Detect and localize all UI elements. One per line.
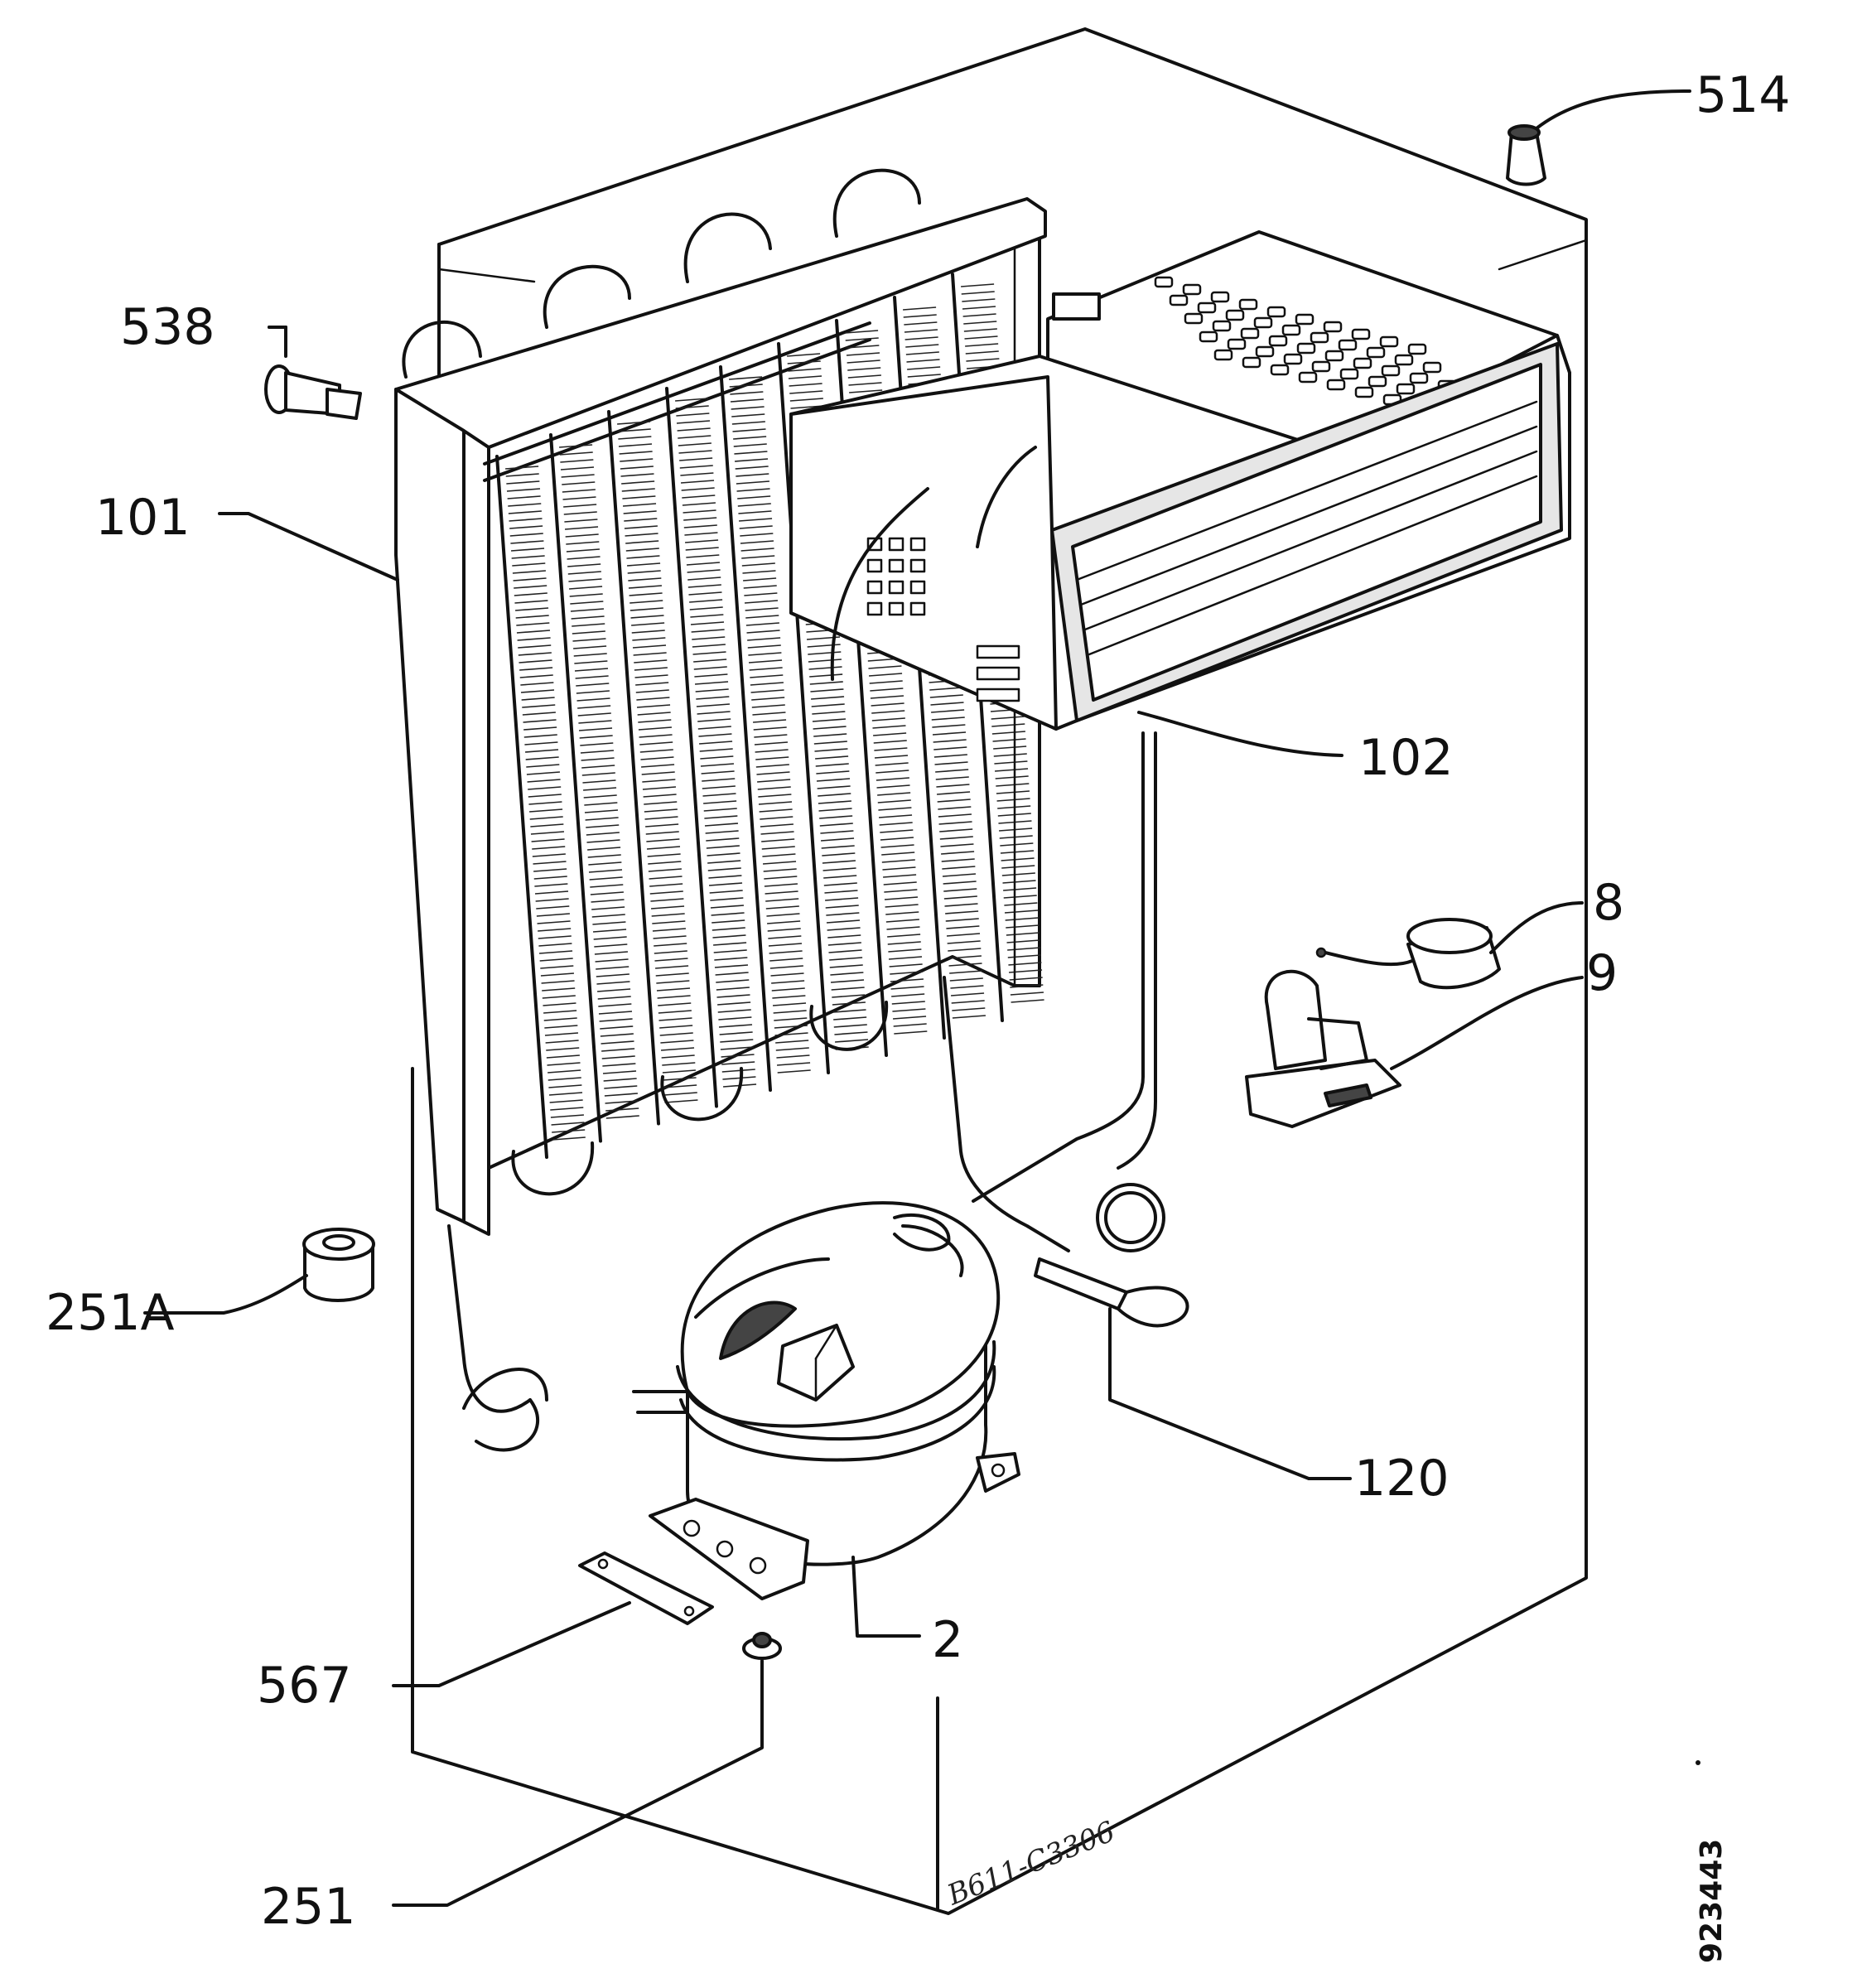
callout-567: 567 [257, 1657, 352, 1715]
callout-2: 2 [932, 1611, 963, 1669]
part-251-foot [742, 1632, 782, 1660]
speck-dot [1696, 1760, 1700, 1765]
evaporator-side-holes [866, 537, 1020, 702]
callout-120: 120 [1354, 1450, 1450, 1508]
capillary-tubes [943, 731, 1189, 1364]
part-8-relay [1315, 918, 1501, 990]
part-514-cap [1506, 124, 1546, 186]
callout-102: 102 [1358, 729, 1454, 787]
leader-lines [143, 89, 1691, 1907]
callout-514: 514 [1696, 66, 1791, 124]
part-567-plate [578, 1551, 714, 1625]
callout-538: 538 [120, 298, 215, 356]
evaporator [789, 230, 1571, 731]
condenser-fins [495, 273, 1044, 1159]
handwritten-note: B611-C3306 [942, 1815, 1119, 1913]
document-number: 923443 [1695, 1839, 1729, 1963]
callout-8: 8 [1593, 874, 1624, 932]
callout-251a: 251A [46, 1284, 175, 1342]
callout-251: 251 [261, 1878, 356, 1936]
compressor [632, 1201, 1020, 1600]
part-538-clip [264, 326, 362, 420]
part-9-bracket [1245, 969, 1401, 1128]
callout-101: 101 [95, 489, 191, 547]
part-251a-sleeve [302, 1228, 375, 1302]
callout-9: 9 [1586, 944, 1618, 1002]
